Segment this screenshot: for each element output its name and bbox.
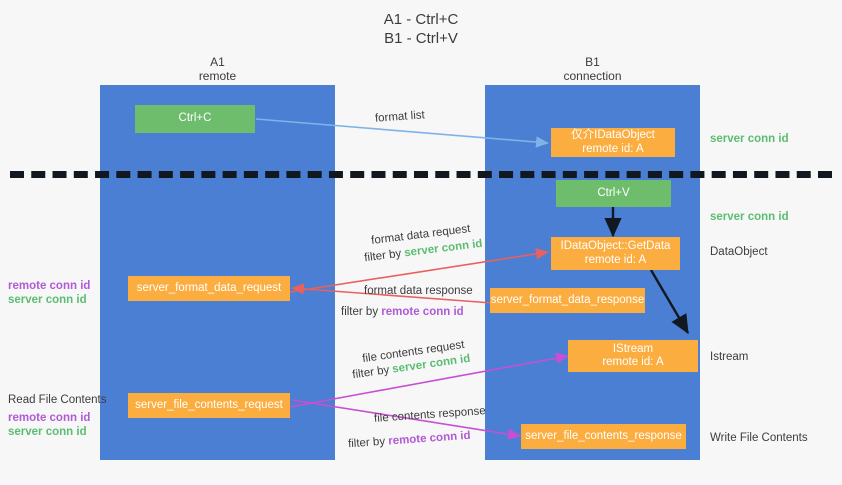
filter-value-remote-conn-id: remote conn id	[387, 429, 471, 448]
box-ctrl-v[interactable]: Ctrl+V	[556, 180, 671, 207]
label-left-remote-conn-id-2: remote conn id	[8, 412, 91, 424]
label-right-server-conn-id-top: server conn id	[710, 133, 789, 145]
label-left-server-conn-id-2: server conn id	[8, 426, 87, 438]
box-server-file-contents-request[interactable]: server_file_contents_request	[128, 393, 290, 418]
box-server-format-data-request[interactable]: server_format_data_request	[128, 276, 290, 301]
label-format-data-response-filter: filter by remote conn id	[341, 305, 464, 320]
label-left-read-file-contents: Read File Contents	[8, 394, 107, 406]
box-server-file-contents-response[interactable]: server_file_contents_response	[521, 424, 686, 449]
lane-header-a1: A1 remote	[198, 55, 237, 83]
box-idataobject-top[interactable]: 仅介IDataObject remote id: A	[551, 128, 675, 157]
label-file-contents-response: file contents response	[373, 405, 487, 425]
filter-prefix: filter by	[347, 435, 389, 451]
filter-prefix: filter by	[341, 306, 382, 318]
label-format-data-response: format data response	[364, 285, 473, 297]
label-right-dataobject: DataObject	[710, 246, 768, 258]
box-server-format-data-response[interactable]: server_format_data_response	[490, 288, 645, 313]
box-idataobject-getdata[interactable]: IDataObject::GetData remote id: A	[551, 237, 680, 270]
lane-header-b1: B1 connection	[563, 55, 622, 83]
box-ctrl-c[interactable]: Ctrl+C	[135, 105, 255, 133]
label-left-server-conn-id-1: server conn id	[8, 294, 87, 306]
label-format-list: format list	[374, 109, 426, 125]
page-title: A1 - Ctrl+C B1 - Ctrl+V	[383, 11, 459, 47]
label-right-server-conn-id-mid: server conn id	[710, 211, 789, 223]
divider-dashed-line	[10, 171, 832, 178]
filter-value-remote-conn-id: remote conn id	[381, 306, 464, 318]
label-file-contents-response-filter: filter by remote conn id	[348, 429, 471, 453]
label-left-remote-conn-id-1: remote conn id	[8, 280, 91, 292]
box-istream[interactable]: IStream remote id: A	[568, 340, 698, 372]
label-right-write-file-contents: Write File Contents	[710, 432, 808, 444]
label-right-istream: Istream	[710, 351, 749, 363]
filter-prefix: filter by	[351, 363, 394, 382]
filter-prefix: filter by	[363, 247, 406, 265]
